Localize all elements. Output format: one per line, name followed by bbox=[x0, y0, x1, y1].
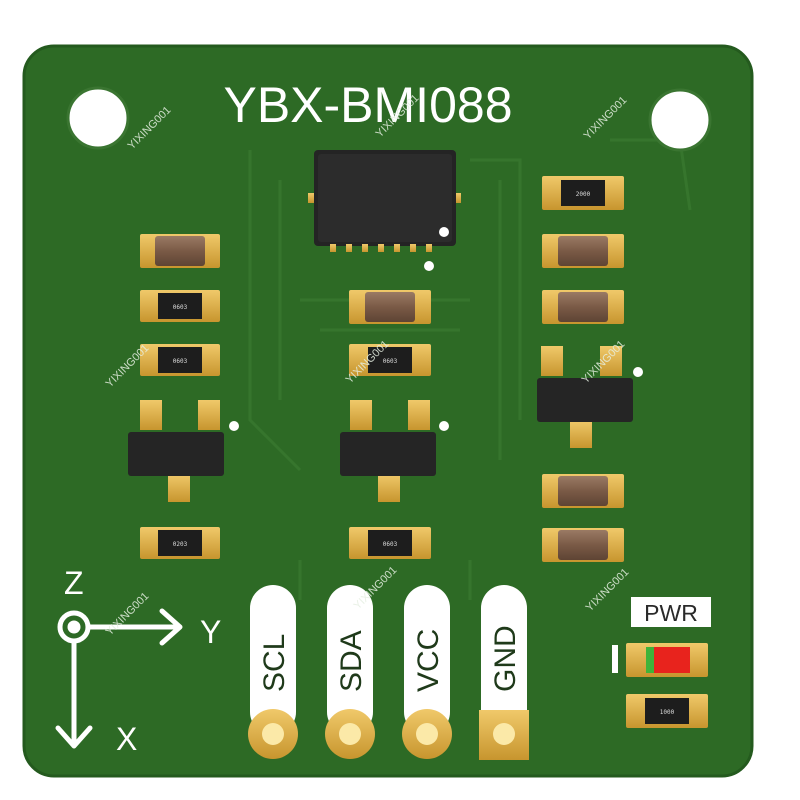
pin-sda[interactable]: SDA bbox=[325, 585, 375, 759]
transistor-sot23 bbox=[128, 400, 239, 502]
board-title: YBX-BMI088 bbox=[223, 77, 512, 133]
resistor: 1000 bbox=[626, 694, 708, 728]
capacitor bbox=[349, 290, 431, 324]
capacitor bbox=[542, 234, 624, 268]
pcb-traces bbox=[248, 138, 692, 600]
pin-scl[interactable]: SCL bbox=[248, 585, 298, 759]
axis-indicator bbox=[55, 608, 183, 749]
resistor: 0603 bbox=[349, 344, 431, 376]
pcb-board bbox=[24, 46, 752, 776]
capacitor bbox=[542, 528, 624, 562]
pin-vcc[interactable]: VCC bbox=[402, 585, 452, 759]
pin-label-vcc: VCC bbox=[412, 629, 445, 692]
resistor-code: 1000 bbox=[660, 709, 675, 716]
capacitor bbox=[542, 290, 624, 324]
power-led bbox=[626, 643, 708, 677]
mounting-hole-left bbox=[66, 86, 130, 150]
resistor-code: 0603 bbox=[383, 541, 398, 548]
capacitor bbox=[140, 234, 220, 268]
resistor-code: 2000 bbox=[576, 191, 591, 198]
capacitor bbox=[542, 474, 624, 508]
pin-label-sda: SDA bbox=[335, 630, 368, 692]
axis-z-label: Z bbox=[64, 565, 84, 601]
bmi088-ic bbox=[308, 150, 461, 271]
pin-label-gnd: GND bbox=[489, 625, 522, 692]
resistor: 0203 bbox=[140, 527, 220, 559]
resistor-code: 0203 bbox=[173, 541, 188, 548]
resistor-code: 0603 bbox=[173, 358, 188, 365]
transistor-sot23 bbox=[340, 400, 449, 502]
pin-label-scl: SCL bbox=[258, 634, 291, 692]
axis-x-label: X bbox=[116, 721, 137, 757]
resistor: 0603 bbox=[140, 344, 220, 376]
voltage-regulator-sot23 bbox=[537, 346, 643, 448]
pin-header: SCL SDA VCC GND bbox=[248, 585, 529, 760]
pin-gnd[interactable]: GND bbox=[479, 585, 529, 760]
resistor: 0603 bbox=[349, 527, 431, 559]
axis-y-label: Y bbox=[200, 614, 221, 650]
resistor: 2000 bbox=[542, 176, 624, 210]
resistor-code: 0603 bbox=[173, 304, 188, 311]
pwr-label-box bbox=[631, 597, 711, 627]
resistor-code: 0603 bbox=[383, 358, 398, 365]
mounting-hole-right bbox=[648, 88, 712, 152]
resistor: 0603 bbox=[140, 290, 220, 322]
pwr-label: PWR bbox=[644, 600, 698, 626]
